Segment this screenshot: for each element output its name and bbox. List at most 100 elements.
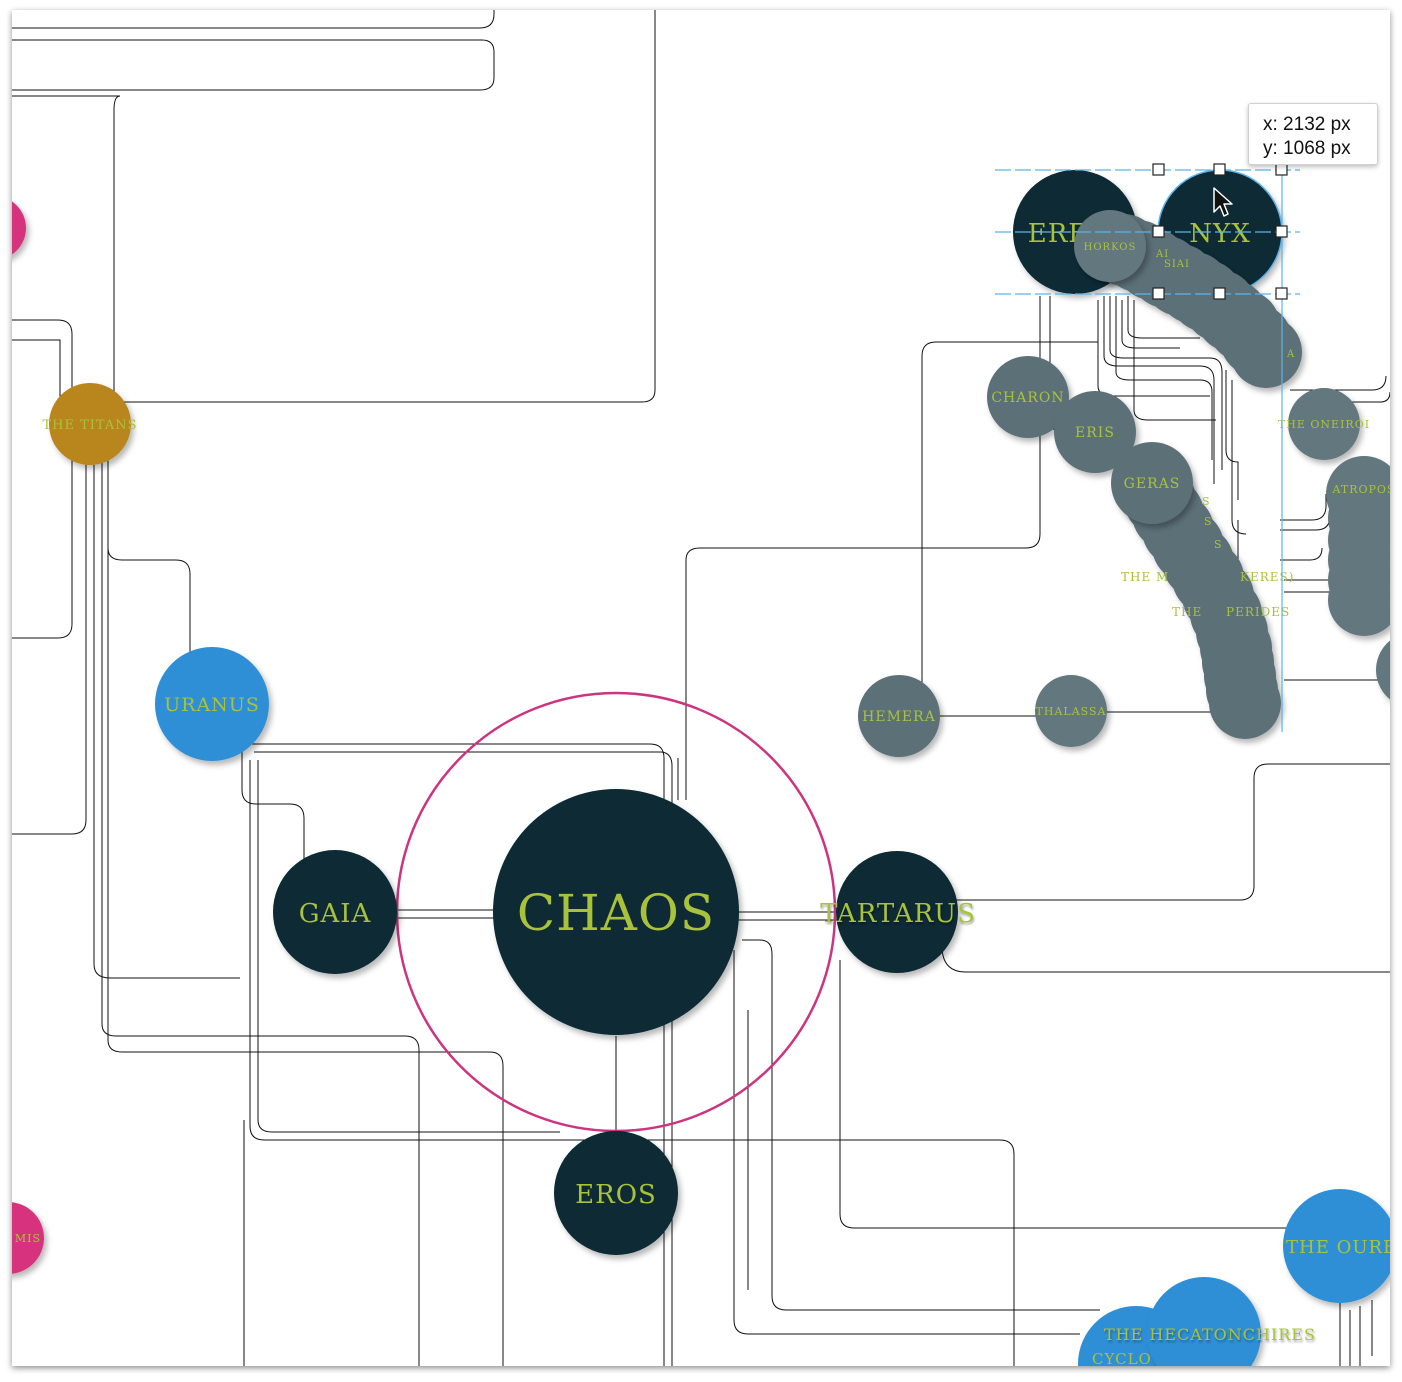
node-the-ourea[interactable]: THE OUREA — [1283, 1189, 1390, 1303]
node-the-oneiroi[interactable]: THE ONEIROI — [1278, 388, 1370, 460]
edge — [1225, 370, 1239, 500]
stack-circle — [1326, 456, 1390, 532]
node-tartarus[interactable]: TARTARUS — [820, 851, 976, 973]
coordinate-tooltip: x: 2132 px y: 1068 px — [1248, 103, 1378, 165]
edge — [1280, 547, 1323, 561]
overlap-label: S — [1214, 538, 1223, 551]
edge — [1133, 300, 1216, 421]
edge — [1109, 296, 1223, 470]
edge — [241, 750, 305, 860]
edge — [12, 440, 87, 835]
edge — [1290, 375, 1387, 391]
node-label: THE HECATONCHIRES — [1104, 1325, 1316, 1344]
node-label: MIS — [15, 1232, 41, 1245]
edge — [12, 319, 73, 400]
resize-handle — [1213, 287, 1226, 300]
overlap-label: THE M — [1121, 570, 1169, 584]
node-label: GERAS — [1124, 476, 1181, 492]
resize-handle — [1152, 287, 1165, 300]
edge — [107, 440, 504, 1366]
edge — [254, 751, 673, 1366]
edge — [107, 462, 191, 654]
edge — [1296, 391, 1390, 403]
overlap-label: KERES) — [1240, 570, 1294, 584]
resize-handle — [1213, 163, 1226, 176]
overlap-label: S — [1202, 495, 1211, 508]
diagram-window: CHAOS GAIA TARTARUS EROS URANUS THE TITA… — [12, 10, 1390, 1366]
node-uranus[interactable]: URANUS — [155, 647, 269, 761]
stack-circle — [1376, 640, 1390, 700]
node-label: NYX — [1189, 219, 1250, 249]
tooltip-y-value: y: 1068 px — [1263, 138, 1351, 159]
overlap-label: PERIDES — [1226, 605, 1290, 619]
node-the-hecatonchires[interactable]: THE HECATONCHIRES — [1104, 1277, 1316, 1366]
edge — [12, 39, 495, 91]
edge — [839, 960, 1288, 1229]
tooltip-x-value: x: 2132 px — [1263, 114, 1351, 135]
node-chaos[interactable]: CHAOS — [493, 789, 739, 1035]
node-pink-bottom[interactable]: MIS — [12, 1202, 44, 1274]
node-eros[interactable]: EROS — [554, 1131, 678, 1255]
node-label: EROS — [575, 1180, 657, 1210]
resize-handle — [1275, 287, 1288, 300]
alignment-guides — [995, 169, 1300, 732]
diagram-canvas[interactable]: CHAOS GAIA TARTARUS EROS URANUS THE TITA… — [12, 10, 1390, 1366]
resize-handle — [1275, 163, 1288, 176]
edge — [941, 945, 1390, 973]
resize-handle — [1152, 225, 1165, 238]
overlap-label: A — [1286, 349, 1295, 360]
edge — [101, 440, 420, 1366]
node-label: CHAOS — [517, 884, 715, 942]
right-stack — [1326, 456, 1390, 700]
overlap-label: SIAI — [1164, 259, 1190, 270]
resize-handle — [1275, 225, 1288, 238]
node-thalassa[interactable]: THALASSA — [1035, 675, 1107, 747]
node-label: CHARON — [991, 390, 1064, 406]
edge — [733, 950, 1080, 1335]
edge — [742, 939, 1100, 1311]
node-charon[interactable]: CHARON — [987, 356, 1069, 438]
node-label: GAIA — [299, 899, 372, 929]
edge — [257, 760, 560, 1133]
node-pink-top[interactable] — [12, 196, 26, 260]
node-label: THE TITANS — [42, 418, 137, 433]
node-label: TARTARUS — [820, 899, 976, 929]
node-eris[interactable]: ERIS — [1054, 391, 1136, 473]
node-hemera[interactable]: HEMERA — [858, 675, 940, 757]
edge — [940, 763, 1390, 901]
node-label: ATROPOS — [1332, 483, 1390, 496]
edge — [1127, 296, 1200, 339]
overlap-label: AI — [1155, 249, 1169, 260]
edge — [12, 339, 61, 420]
overlap-label: THE — [1172, 605, 1202, 619]
node-label: CYCLO — [1092, 1350, 1152, 1366]
edge — [12, 10, 656, 403]
edge — [1103, 296, 1215, 484]
node-label: URANUS — [164, 694, 260, 716]
edge — [921, 341, 1098, 700]
node-label: HORKOS — [1084, 242, 1137, 253]
edge — [1115, 296, 1213, 460]
overlap-label: S — [1204, 515, 1213, 528]
node-label: THE ONEIROI — [1278, 418, 1370, 431]
node-gaia[interactable]: GAIA — [273, 850, 397, 974]
node-horkos[interactable]: HORKOS — [1074, 210, 1146, 282]
edge — [93, 440, 240, 979]
edge — [1121, 300, 1180, 349]
edge — [248, 743, 665, 1366]
node-atropos[interactable]: ATROPOS — [1332, 483, 1390, 496]
selection-handles[interactable] — [1152, 163, 1288, 300]
edge — [12, 10, 495, 29]
resize-handle — [1152, 163, 1165, 176]
node-the-titans[interactable]: THE TITANS — [42, 383, 137, 465]
node-label: THE OUREA — [1286, 1237, 1390, 1258]
node-label: THALASSA — [1036, 705, 1107, 718]
edge — [1280, 494, 1327, 521]
node-label: HEMERA — [862, 709, 936, 725]
node-geras[interactable]: GERAS — [1111, 442, 1193, 524]
edge — [685, 296, 1041, 800]
edge — [12, 440, 73, 639]
edge — [1231, 380, 1247, 535]
node-label: ERIS — [1075, 425, 1115, 441]
mouse-cursor-icon — [1213, 187, 1233, 217]
